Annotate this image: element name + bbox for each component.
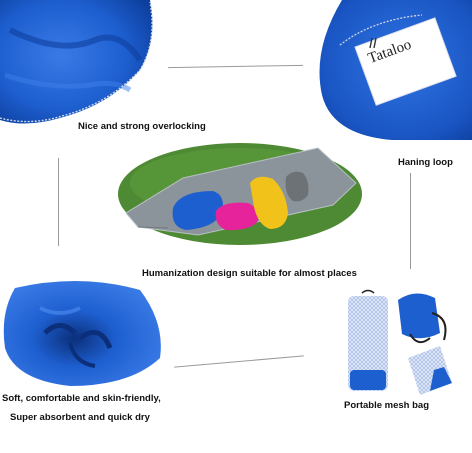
towel-overlock-photo bbox=[0, 0, 160, 135]
mesh-bag-photo bbox=[340, 288, 472, 400]
connector-line-left bbox=[58, 158, 59, 246]
humanization-caption: Humanization design suitable for almost … bbox=[142, 268, 357, 279]
hanging-loop-caption: Haning loop bbox=[398, 157, 453, 168]
grass-towel-photo bbox=[118, 143, 362, 245]
soft-towel-photo bbox=[0, 278, 165, 388]
connector-line-top bbox=[168, 64, 303, 69]
hanging-loop-photo: Tataloo bbox=[312, 0, 472, 140]
brand-logo-icon bbox=[368, 36, 380, 50]
connector-line-bottom bbox=[174, 355, 304, 368]
soft-caption-line2: Super absorbent and quick dry bbox=[10, 412, 150, 423]
mesh-bag-caption: Portable mesh bag bbox=[344, 400, 429, 411]
overlocking-caption: Nice and strong overlocking bbox=[78, 121, 206, 132]
connector-line-right bbox=[410, 173, 411, 269]
soft-caption-line1: Soft, comfortable and skin-friendly, bbox=[2, 393, 161, 404]
